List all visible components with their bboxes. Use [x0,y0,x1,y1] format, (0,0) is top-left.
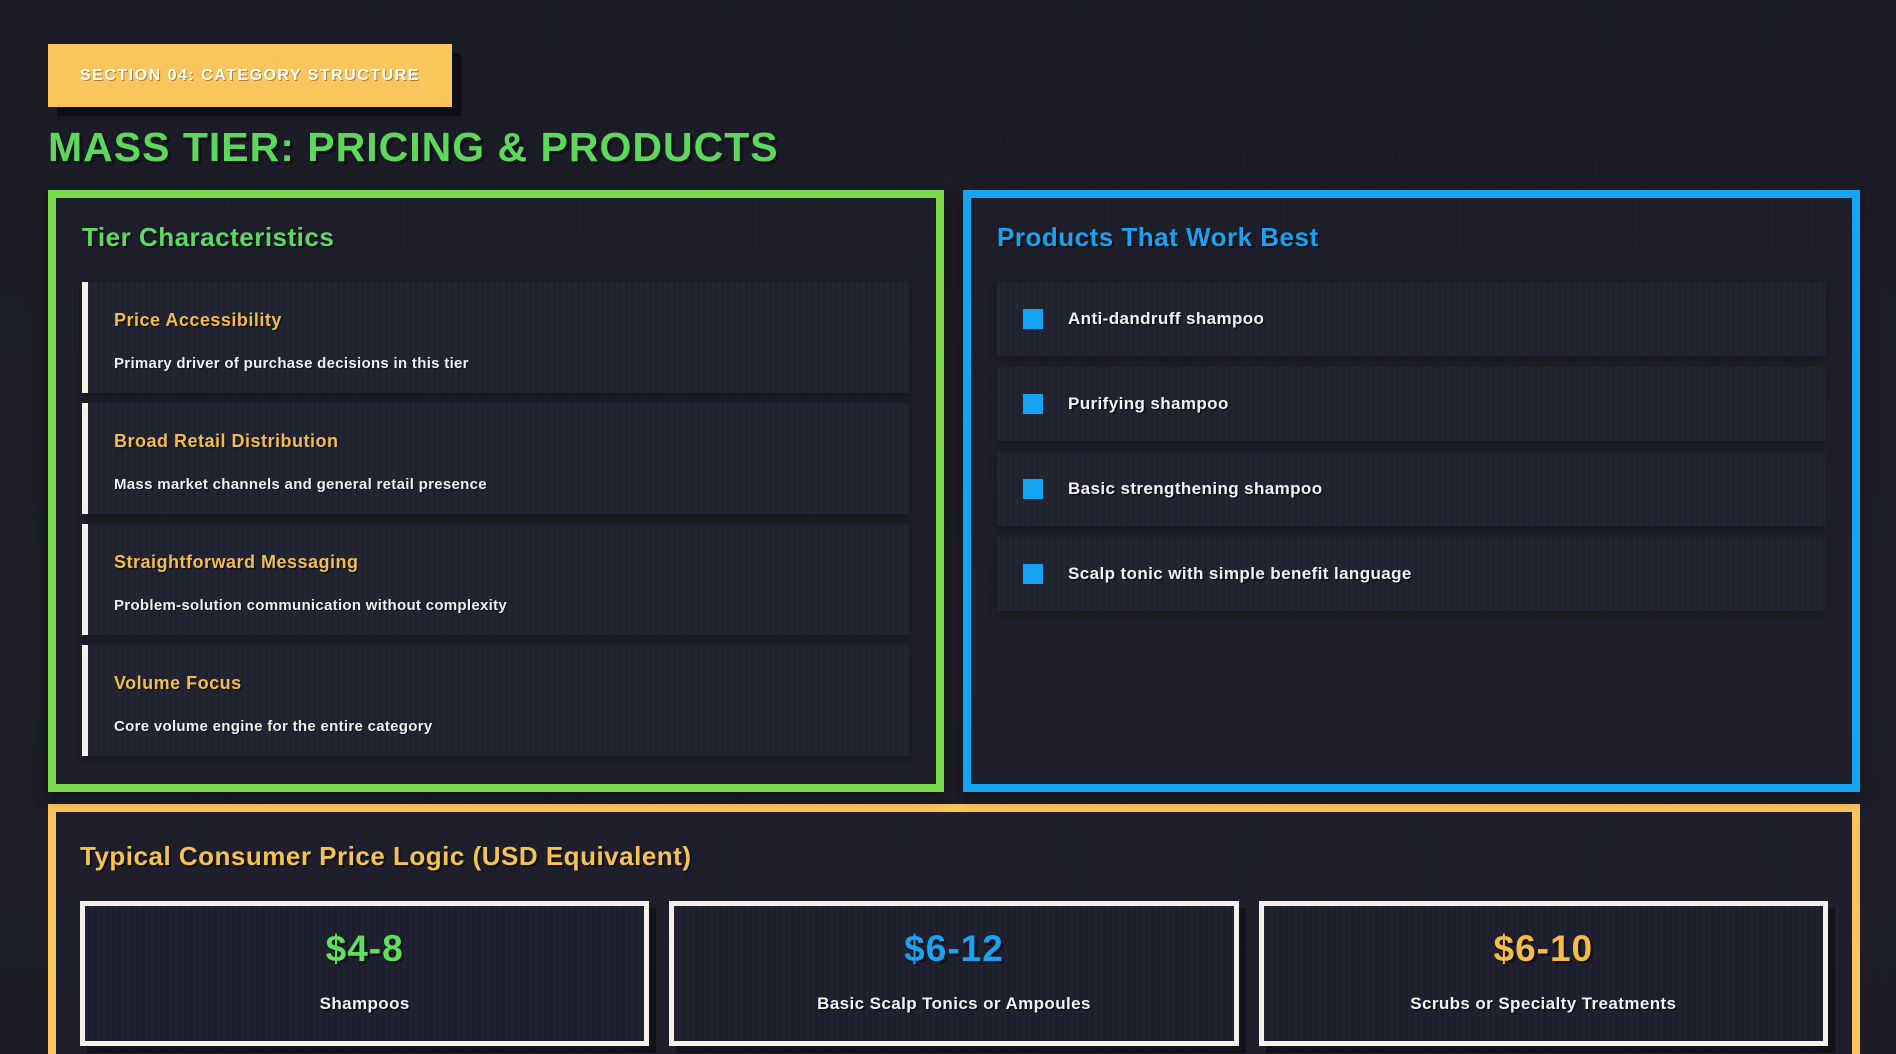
price-label: Shampoos [319,993,410,1013]
product-label: Anti-dandruff shampoo [1068,308,1265,328]
square-bullet-icon [1023,308,1043,329]
list-item: Straightforward Messaging Problem-soluti… [82,523,910,635]
item-heading: Price Accessibility [114,309,282,330]
product-label: Basic strengthening shampoo [1068,478,1323,498]
item-heading: Broad Retail Distribution [114,430,339,451]
square-bullet-icon [1023,563,1043,584]
product-label: Purifying shampoo [1068,393,1229,413]
price-label: Scrubs or Specialty Treatments [1410,993,1677,1013]
item-description: Mass market channels and general retail … [114,475,487,493]
tier-characteristics-title: Tier Characteristics [82,222,335,252]
square-bullet-icon [1023,393,1043,414]
products-list: Anti-dandruff shampoo Purifying shampoo … [997,281,1826,611]
pricing-title: Typical Consumer Price Logic (USD Equiva… [80,841,692,871]
price-card: $6-10 Scrubs or Specialty Treatments [1258,900,1828,1046]
price-card-row: $4-8 Shampoos $6-12 Basic Scalp Tonics o… [80,900,1828,1046]
product-label: Scalp tonic with simple benefit language [1068,563,1412,583]
page-title: MASS TIER: PRICING & PRODUCTS [48,124,779,170]
price-card: $4-8 Shampoos [80,900,650,1046]
square-bullet-icon [1023,478,1043,499]
panel-row: Tier Characteristics Price Accessibility… [48,190,1860,792]
item-description: Primary driver of purchase decisions in … [114,354,469,372]
section-badge-label: SECTION 04: CATEGORY STRUCTURE [80,66,420,84]
price-card: $6-12 Basic Scalp Tonics or Ampoules [669,900,1239,1046]
list-item: Basic strengthening shampoo [997,451,1826,526]
item-description: Core volume engine for the entire catego… [114,717,433,735]
list-item: Anti-dandruff shampoo [997,281,1826,356]
price-label: Basic Scalp Tonics or Ampoules [817,993,1091,1013]
list-item: Scalp tonic with simple benefit language [997,536,1826,611]
price-value: $6-10 [1493,927,1594,969]
price-value: $6-12 [904,927,1004,969]
item-heading: Volume Focus [114,672,242,693]
list-item: Purifying shampoo [997,366,1826,441]
item-heading: Straightforward Messaging [114,551,359,572]
pricing-panel: Typical Consumer Price Logic (USD Equiva… [48,804,1860,1054]
item-description: Problem-solution communication without c… [114,596,508,614]
products-panel: Products That Work Best Anti-dandruff sh… [963,190,1860,792]
list-item: Price Accessibility Primary driver of pu… [82,281,910,393]
price-value: $4-8 [325,927,404,969]
list-item: Volume Focus Core volume engine for the … [82,644,910,756]
section-badge: SECTION 04: CATEGORY STRUCTURE [48,44,452,107]
products-title: Products That Work Best [997,222,1319,252]
tier-characteristics-list: Price Accessibility Primary driver of pu… [82,281,910,756]
tier-characteristics-panel: Tier Characteristics Price Accessibility… [48,190,944,792]
list-item: Broad Retail Distribution Mass market ch… [82,402,910,514]
